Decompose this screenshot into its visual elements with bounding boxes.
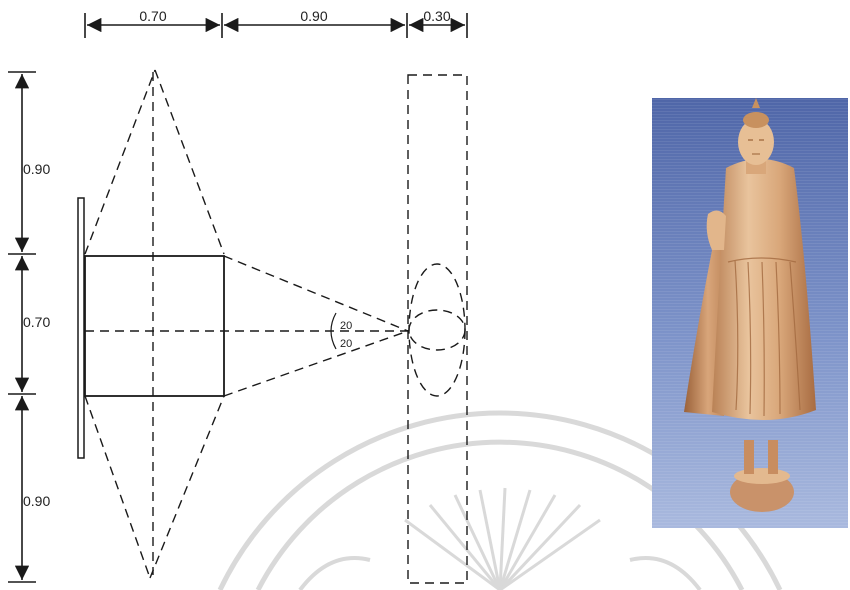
- sight-lines: [84, 69, 468, 584]
- top-dim-label-3: 0.30: [423, 8, 450, 24]
- left-dimension-line: [8, 71, 36, 583]
- top-dimension-line: [84, 13, 468, 38]
- left-dim-label-3: 0.90: [23, 493, 50, 509]
- wall-panel: [77, 197, 85, 459]
- left-dim-label-1: 0.90: [23, 161, 50, 177]
- top-dim-label-1: 0.70: [139, 8, 166, 24]
- display-box: [84, 255, 225, 397]
- angle-label-lower: 20: [340, 338, 352, 350]
- buddha-statue-photo: [652, 98, 848, 528]
- left-dim-label-2: 0.70: [23, 314, 50, 330]
- angle-arc: [330, 312, 337, 350]
- top-dim-label-2: 0.90: [300, 8, 327, 24]
- angle-label-upper: 20: [340, 320, 352, 332]
